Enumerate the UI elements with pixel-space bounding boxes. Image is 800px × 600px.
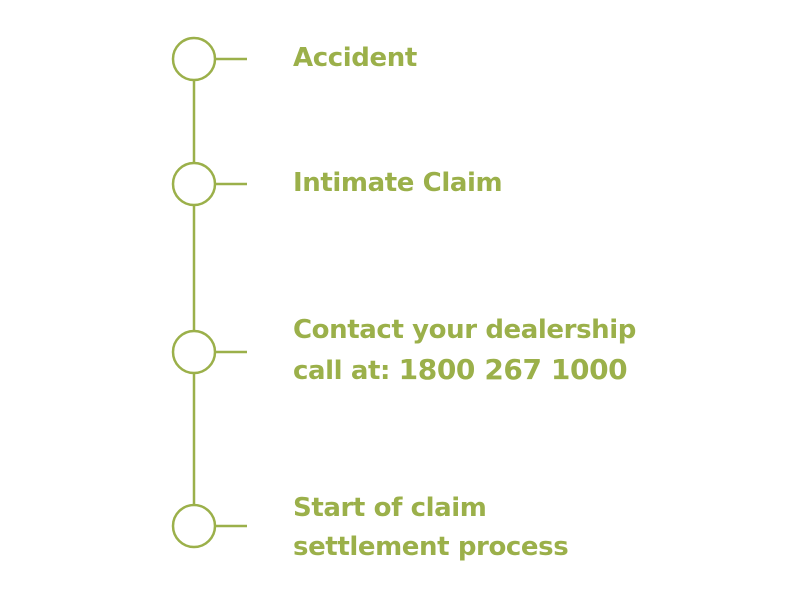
step-1-title: Accident — [293, 43, 417, 73]
step-4-subtitle: settlement process — [293, 532, 569, 562]
step-4-node-icon — [171, 503, 217, 549]
step-2-node-icon — [171, 161, 217, 207]
step-2-label: Intimate Claim — [293, 164, 503, 203]
step-3-subtitle: call at: 1800 267 1000 — [293, 350, 636, 391]
step-3-call-prefix: call at: — [293, 356, 399, 386]
phone-number[interactable]: 1800 267 1000 — [398, 353, 628, 386]
step-4-label: Start of claim settlement process — [293, 489, 569, 567]
step-3-node-icon — [171, 329, 217, 375]
step-2-title: Intimate Claim — [293, 168, 503, 198]
step-1-node-icon — [171, 36, 217, 82]
step-3-title: Contact your dealership — [293, 315, 636, 345]
step-3-label: Contact your dealership call at: 1800 26… — [293, 311, 636, 391]
step-1-label: Accident — [293, 39, 417, 78]
step-4-title: Start of claim — [293, 493, 487, 523]
